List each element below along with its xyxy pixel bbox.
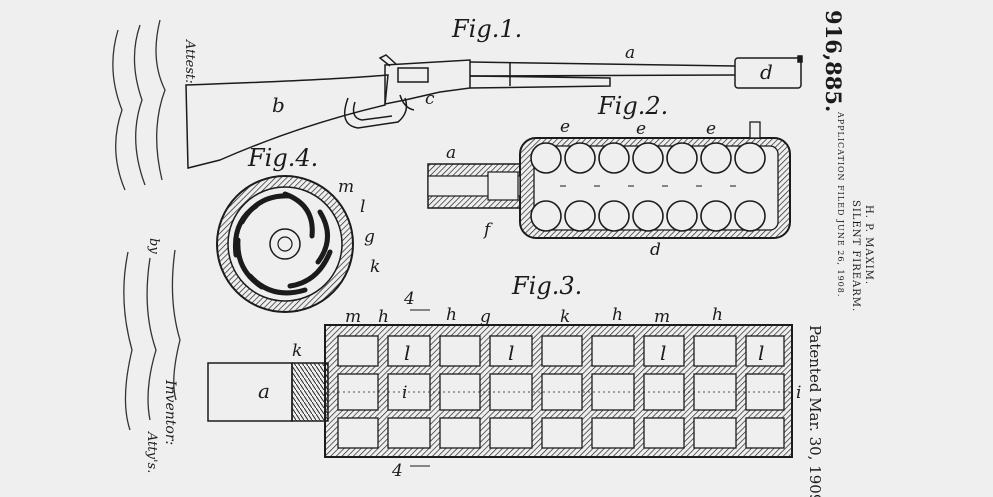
label-g-fig3: g: [480, 307, 491, 327]
label-k-fig3-left: k: [292, 341, 302, 361]
rifle-receiver: [384, 59, 471, 105]
fig3-title: Fig.3.: [511, 272, 582, 300]
label-m-fig3-2: m: [654, 307, 670, 327]
label-e-fig2-2: e: [636, 119, 646, 139]
label-a-fig1: a: [625, 43, 635, 63]
label-four-bottom: 4: [391, 461, 403, 481]
fig2-title: Fig.2.: [597, 92, 668, 120]
label-a-fig2: a: [446, 143, 456, 163]
label-l-fig3-3: l: [660, 341, 666, 365]
label-d-fig1: d: [760, 60, 773, 84]
rifle-forend: [469, 75, 611, 89]
rifle-stock: [185, 74, 389, 169]
patent-issue-date: Patented Mar. 30, 1909.: [806, 325, 824, 497]
inventor-by: by: [146, 238, 161, 254]
patent-number: 916,885.: [821, 10, 846, 112]
label-l-fig3-2: l: [508, 341, 514, 365]
fig2-silencer-section: [427, 121, 791, 239]
fig4-baffle-disc: [216, 175, 354, 313]
label-l-fig3-4: l: [758, 341, 764, 365]
label-h-fig3-1: h: [378, 307, 389, 327]
fig1-title: Fig.1.: [451, 15, 522, 43]
label-e-fig2-1: e: [560, 117, 570, 137]
label-d-fig2: d: [650, 240, 661, 260]
label-g-fig4: g: [364, 227, 375, 247]
label-m-fig4: m: [338, 177, 354, 197]
patent-inventor: H. P. MAXIM.: [863, 205, 874, 285]
label-f-fig2: f: [482, 220, 493, 240]
fig3-silencer-longitudinal-section: [207, 309, 793, 467]
label-c-fig1: c: [425, 89, 435, 109]
label-k-fig3-mid: k: [560, 307, 570, 327]
label-h-fig3-3: h: [612, 305, 623, 325]
patent-title: SILENT FIREARM.: [850, 200, 861, 312]
attorneys-label: Atty's.: [144, 431, 159, 473]
fig4-title: Fig.4.: [247, 144, 318, 172]
label-l-fig3-1: l: [404, 341, 410, 365]
witness-signatures: [112, 19, 166, 191]
label-four-top: 4: [403, 289, 415, 309]
patent-application-date: APPLICATION FILED JUNE 26, 1908.: [836, 111, 845, 297]
fig1-rifle-drawing: [185, 54, 803, 169]
attest-label: Attest:: [182, 39, 197, 84]
label-l-fig4: l: [360, 197, 365, 217]
label-h-fig3-4: h: [712, 305, 723, 325]
rifle-silencer: [734, 57, 802, 89]
label-i-fig3-center: i: [402, 383, 407, 403]
label-k-fig4: k: [370, 257, 380, 277]
label-b-fig1: b: [272, 93, 285, 117]
label-m-fig3-1: m: [345, 307, 361, 327]
inventor-label: Inventor:: [162, 379, 178, 445]
label-i-fig3-right: i: [796, 383, 801, 403]
rifle-barrel: [469, 61, 736, 67]
label-e-fig2-3: e: [706, 119, 716, 139]
label-h-fig3-2: h: [446, 305, 457, 325]
inventor-signatures: [123, 249, 181, 431]
label-a-fig3: a: [258, 379, 270, 403]
